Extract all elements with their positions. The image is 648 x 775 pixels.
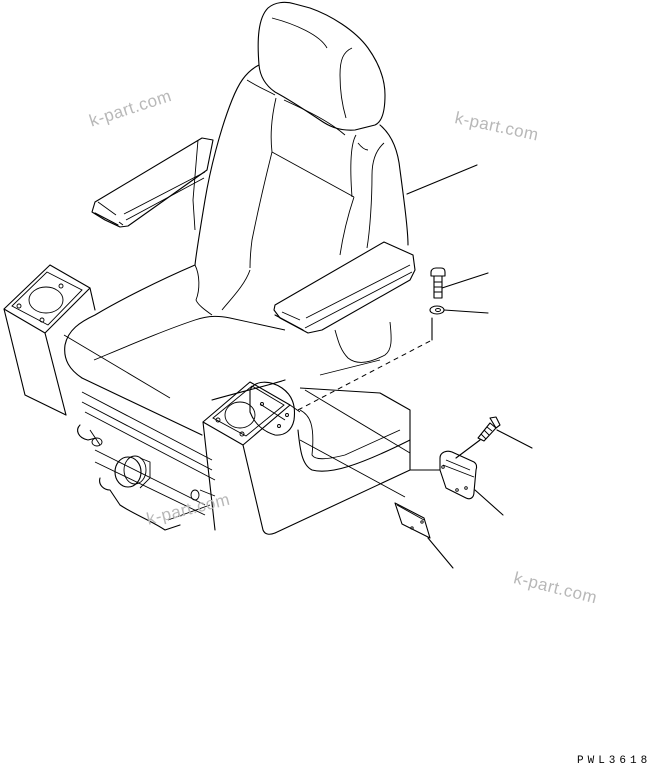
screw (477, 416, 501, 442)
leader-line-plate (427, 537, 454, 569)
seat-suspension (77, 391, 216, 531)
headrest (257, 1, 386, 131)
seat-cushion (63, 264, 381, 436)
hidden-mount-line (297, 339, 433, 411)
backrest (194, 64, 409, 269)
leader-line-screw (496, 429, 533, 449)
leader-line-bracket-cover (474, 489, 504, 516)
right-console (202, 381, 411, 535)
washer (429, 305, 445, 315)
leader-line-seat-assembly (406, 164, 478, 195)
leader-line-bolt (441, 272, 489, 289)
figure-code: PWL3618 (577, 755, 648, 767)
right-armrest (273, 241, 416, 363)
bolt (430, 267, 446, 299)
control-arm (249, 381, 411, 472)
left-console (3, 264, 96, 416)
bracket-cover (439, 450, 478, 500)
plate (394, 502, 431, 539)
screw-drop-line (455, 439, 481, 459)
leader-line-washer (443, 309, 489, 314)
plate-to-console-line (299, 439, 406, 498)
left-armrest (91, 137, 214, 231)
